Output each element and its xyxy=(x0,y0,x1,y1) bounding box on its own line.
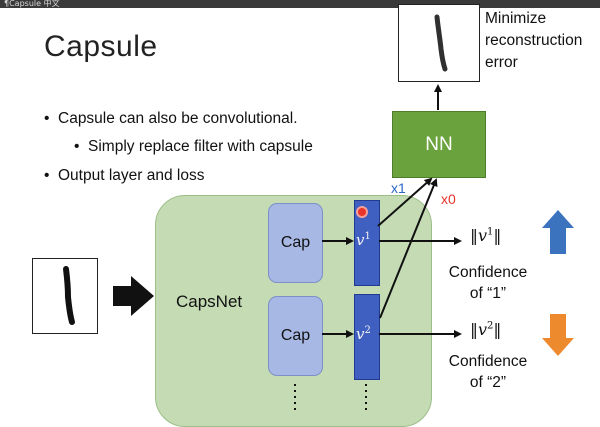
note-line: error xyxy=(485,54,518,71)
input-digit-image xyxy=(32,258,98,334)
down-arrow-icon xyxy=(542,314,574,356)
window-title: ¶Capsule 中文 xyxy=(4,0,60,8)
nn-label: NN xyxy=(425,133,453,155)
reconstruction-note: Minimize reconstruction error xyxy=(485,8,582,74)
mask-label-x0: x0 xyxy=(441,191,456,207)
vector-to-nn-arrow xyxy=(379,178,438,319)
record-dot-icon xyxy=(358,208,366,216)
bullet-dot: • xyxy=(44,167,50,184)
slide-title: Capsule xyxy=(44,30,158,63)
window-title-bar: ¶Capsule 中文 xyxy=(0,0,600,8)
capsule-label: Cap xyxy=(280,327,311,344)
note-line: reconstruction xyxy=(485,32,583,49)
capsule-label: Cap xyxy=(280,234,311,251)
digit-one-glyph xyxy=(63,266,75,325)
confidence-line: Confidence xyxy=(448,264,528,281)
reconstructed-digit-image xyxy=(398,4,480,82)
capsnet-label: CapsNet xyxy=(176,292,243,311)
sub-bullet-item: • Simply replace filter with capsule xyxy=(74,138,313,156)
capsule-block: Cap xyxy=(268,296,323,376)
vector-to-nn-arrow xyxy=(377,177,433,227)
bullet-item: • Output layer and loss xyxy=(44,167,204,185)
mask-label-x1: x1 xyxy=(391,180,406,196)
confidence-label-2: Confidence of “2” xyxy=(438,351,538,393)
vector-label-v1: v1 xyxy=(356,231,371,249)
confidence-label-1: Confidence of “1” xyxy=(438,262,538,304)
vector-index: 1 xyxy=(364,231,371,242)
vector-symbol: v xyxy=(356,325,365,343)
nn-box: NN xyxy=(392,111,486,178)
confidence-line: of “2” xyxy=(469,374,507,391)
norm-symbol: v xyxy=(478,320,488,339)
digit-one-glyph xyxy=(434,14,448,72)
norm-v2: ‖v2‖ xyxy=(470,320,502,339)
vector-symbol: v xyxy=(356,231,365,249)
vector-index: 2 xyxy=(364,325,371,336)
norm-v1: ‖v1‖ xyxy=(470,226,502,245)
bullet-dot: • xyxy=(74,138,80,155)
bullet-dot: • xyxy=(44,110,50,127)
confidence-line: of “1” xyxy=(469,285,507,302)
norm-symbol: v xyxy=(478,226,488,245)
norm-index: 1 xyxy=(487,226,494,238)
vector-label-v2: v2 xyxy=(356,325,371,343)
up-arrow-icon xyxy=(542,210,574,254)
output-vector-bar xyxy=(354,294,380,380)
capsule-block: Cap xyxy=(268,203,323,283)
bullet-text: Simply replace filter with capsule xyxy=(88,138,313,155)
diagram-arrows xyxy=(113,84,574,410)
note-line: Minimize xyxy=(485,10,547,27)
confidence-line: Confidence xyxy=(448,353,528,370)
bullet-item: • Capsule can also be convolutional. xyxy=(44,110,298,128)
norm-index: 2 xyxy=(487,320,494,332)
right-arrow-icon xyxy=(113,276,154,316)
bullet-text: Capsule can also be convolutional. xyxy=(58,110,298,127)
bullet-text: Output layer and loss xyxy=(58,167,205,184)
